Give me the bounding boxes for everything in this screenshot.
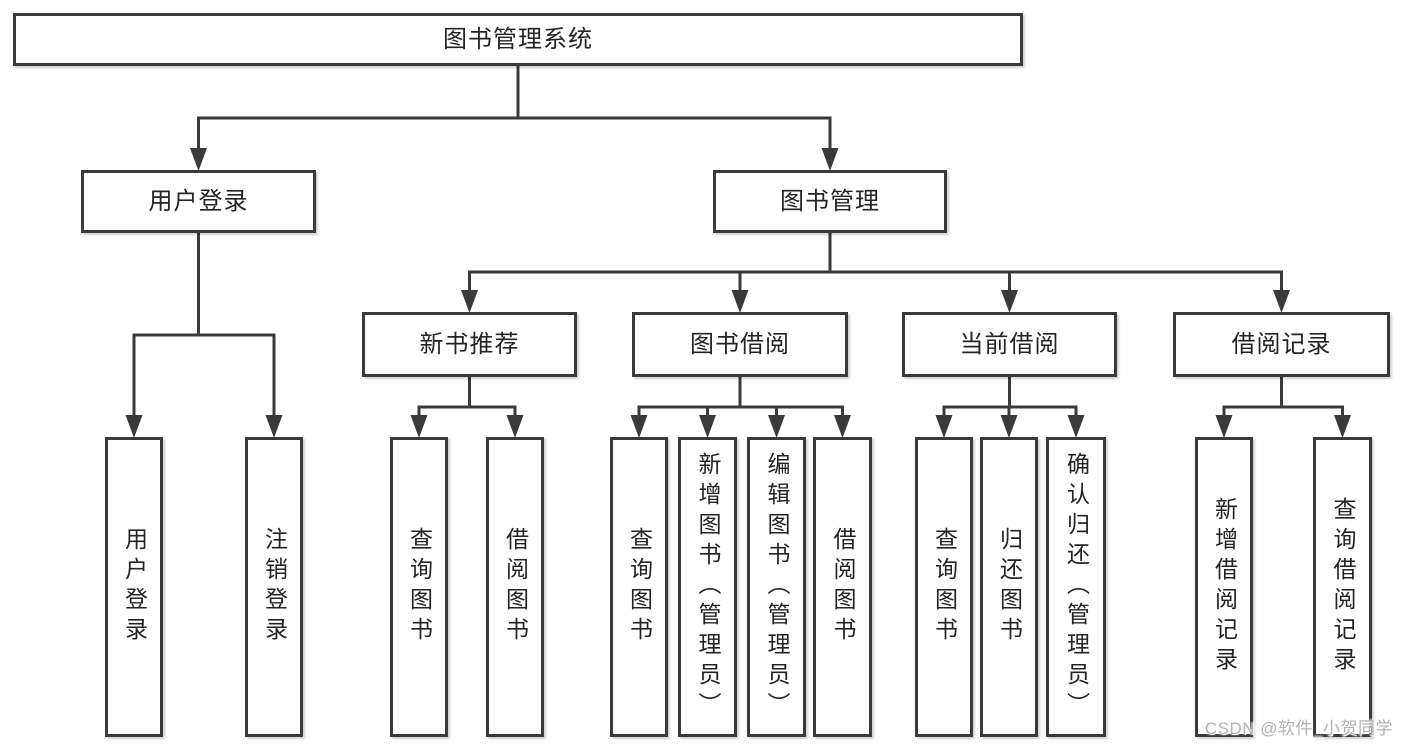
arrowhead-down-icon <box>821 148 839 171</box>
node-cb-query-book: 查询图书 <box>915 437 973 737</box>
node-label: 当前借阅 <box>959 330 1060 358</box>
arrowhead-down-icon <box>630 415 648 438</box>
node-label: 用户登录 <box>121 527 148 647</box>
node-current-borrow: 当前借阅 <box>902 312 1117 377</box>
arrowhead-down-icon <box>265 415 283 438</box>
arrowhead-down-icon <box>461 290 478 313</box>
arrowhead-down-icon <box>1001 290 1018 313</box>
node-bb-query-book: 查询图书 <box>610 437 668 737</box>
node-label: 新增图书（管理员） <box>695 452 721 722</box>
node-label: 归还图书 <box>996 527 1023 647</box>
node-label: 图书管理系统 <box>443 25 593 53</box>
node-label: 借阅图书 <box>502 527 529 647</box>
node-label: 图书借阅 <box>690 330 790 358</box>
arrowhead-down-icon <box>1334 415 1351 438</box>
node-bb-edit-book: 编辑图书（管理员） <box>747 437 806 737</box>
node-label: 查询图书 <box>626 527 653 647</box>
node-br-query-record: 查询借阅记录 <box>1313 437 1372 737</box>
node-label: 注销登录 <box>261 527 288 647</box>
arrowhead-down-icon <box>1273 290 1290 313</box>
node-cb-return-book: 归还图书 <box>980 437 1038 737</box>
node-new-book-rec: 新书推荐 <box>362 312 577 377</box>
node-label: 借阅图书 <box>830 527 856 647</box>
watermark: CSDN @软件_小贺同学 <box>1204 719 1393 738</box>
arrowhead-down-icon <box>1067 415 1085 438</box>
arrowhead-down-icon <box>1000 415 1018 438</box>
node-borrow-record: 借阅记录 <box>1173 312 1390 377</box>
node-rec-borrow-book: 借阅图书 <box>486 437 544 737</box>
node-rec-query-book: 查询图书 <box>390 437 448 737</box>
node-book-borrow: 图书借阅 <box>632 312 848 377</box>
node-book-mgmt: 图书管理 <box>713 170 947 233</box>
arrowhead-down-icon <box>699 415 716 438</box>
arrowhead-down-icon <box>834 415 851 438</box>
arrowhead-down-icon <box>1215 415 1233 438</box>
node-label: 确认归还（管理员） <box>1063 452 1090 722</box>
node-label: 编辑图书（管理员） <box>764 452 790 722</box>
arrowhead-down-icon <box>768 415 785 438</box>
arrowhead-down-icon <box>125 415 143 438</box>
arrowhead-down-icon <box>935 415 953 438</box>
node-br-add-record: 新增借阅记录 <box>1195 437 1253 737</box>
arrowhead-down-icon <box>410 415 428 438</box>
node-user-login-leaf: 用户登录 <box>105 437 163 737</box>
node-bb-add-book: 新增图书（管理员） <box>678 437 737 737</box>
arrowhead-down-icon <box>731 290 749 313</box>
node-cb-confirm-return: 确认归还（管理员） <box>1046 437 1106 737</box>
node-label: 查询图书 <box>931 527 958 647</box>
node-logout-leaf: 注销登录 <box>245 437 303 737</box>
node-bb-borrow-book: 借阅图书 <box>813 437 872 737</box>
node-label: 新书推荐 <box>419 330 520 358</box>
node-root: 图书管理系统 <box>13 13 1023 66</box>
node-user-login: 用户登录 <box>81 170 316 233</box>
node-label: 查询图书 <box>406 527 433 647</box>
node-label: 借阅记录 <box>1231 330 1332 358</box>
node-label: 查询借阅记录 <box>1330 497 1356 677</box>
node-label: 图书管理 <box>780 187 880 215</box>
node-label: 用户登录 <box>148 187 249 215</box>
arrowhead-down-icon <box>506 415 524 438</box>
arrowhead-down-icon <box>190 148 207 171</box>
node-label: 新增借阅记录 <box>1211 497 1238 677</box>
